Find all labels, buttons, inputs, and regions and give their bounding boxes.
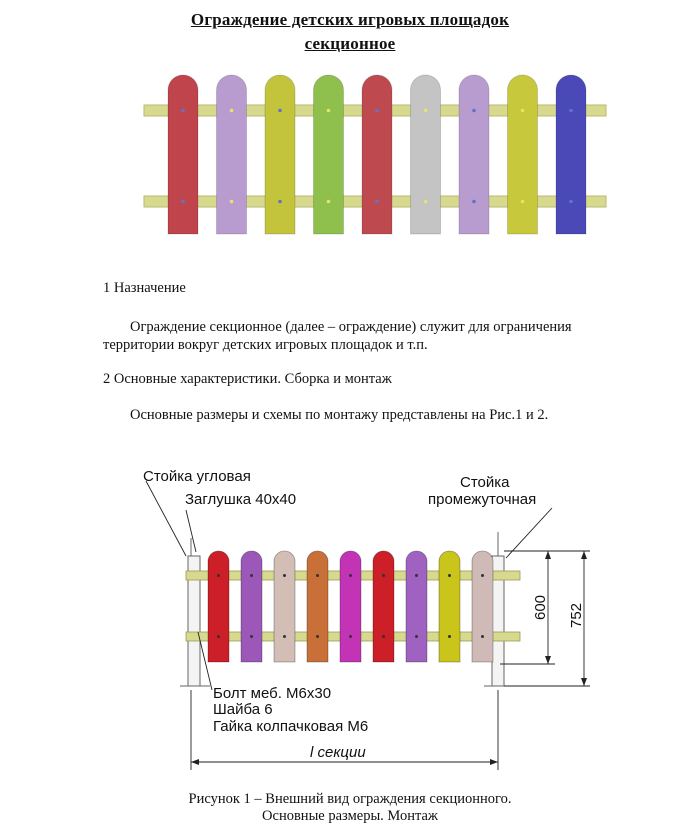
label-section-length: l секции (310, 744, 366, 761)
drawing-bolt-dot (448, 635, 451, 638)
drawing-bolt-dot (316, 574, 319, 577)
fence-bolt-dot (472, 108, 476, 113)
drawing-rail-top (185, 570, 521, 581)
drawing-bolt-dot (283, 635, 286, 638)
drawing-picket (438, 550, 461, 663)
document-title-line1: Ограждение детских игровых площадок (190, 10, 510, 29)
drawing-bolt-dot (481, 635, 484, 638)
figure-caption-line1: Рисунок 1 – Внешний вид ограждения секци… (188, 791, 512, 807)
drawing-picket (207, 550, 230, 663)
fence-bolt-dot (326, 199, 331, 204)
drawing-bolt-dot (316, 635, 319, 638)
fence-bolt-dot (375, 199, 379, 204)
drawing-bolt-dot (415, 635, 418, 638)
label-intermediate-post-line1: Стойка (460, 474, 510, 491)
fence-bolt-dot (423, 199, 428, 204)
figure-caption-line2: Основные размеры. Монтаж (262, 808, 438, 824)
fence-picket (555, 74, 587, 235)
fence-bolt-dot (423, 108, 428, 113)
label-corner-post: Стойка угловая (143, 468, 251, 485)
fence-picket (313, 74, 344, 235)
fence-bolt-dot (278, 108, 282, 113)
label-nut: Гайка колпачковая М6 (213, 718, 368, 735)
fence-bolt-dot (229, 199, 234, 204)
section-heading-characteristics: 2 Основные характеристики. Сборка и монт… (103, 371, 392, 387)
drawing-bolt-dot (217, 635, 220, 638)
document-title-line2: секционное (304, 34, 396, 53)
fence-picket (216, 74, 247, 235)
drawing-pickets (207, 550, 494, 663)
drawing-bolt-dot (349, 635, 352, 638)
fence-picket (458, 74, 490, 235)
drawing-picket (240, 550, 263, 663)
drawing-picket (306, 550, 329, 663)
fence-picket (361, 74, 393, 235)
drawing-picket (339, 550, 362, 663)
fence-bolt-dot (569, 199, 573, 204)
drawing-picket (405, 550, 428, 663)
drawing-bolt-dot (250, 574, 253, 577)
drawing-bolt-dot (415, 574, 418, 577)
drawing-bolt-dot (382, 574, 385, 577)
drawing-bolt-dot (481, 574, 484, 577)
drawing-picket (471, 550, 494, 663)
label-intermediate-post-line2: промежуточная (428, 491, 536, 508)
label-bolt: Болт меб. М6х30 (213, 685, 331, 702)
fence-bolt-dot (326, 108, 331, 113)
fence-picket (410, 74, 441, 235)
paragraph-characteristics: Основные размеры и схемы по монтажу пред… (130, 407, 549, 423)
fence-bolt-dot (375, 108, 379, 113)
drawing-rail-bottom (185, 631, 521, 642)
fence-picket (507, 74, 538, 235)
fence-bolt-dot (181, 108, 185, 113)
drawing-bolt-dot (250, 635, 253, 638)
paragraph-purpose-line1: Ограждение секционное (далее – ограждени… (130, 319, 572, 335)
drawing-picket (273, 550, 296, 663)
drawing-bolt-dot (217, 574, 220, 577)
fence-bolt-dot (278, 199, 282, 204)
label-cap: Заглушка 40х40 (185, 491, 296, 508)
fence-picket (167, 74, 199, 235)
drawing-picket (372, 550, 395, 663)
paragraph-purpose-line2: территории вокруг детских игровых площад… (103, 337, 428, 353)
fence-bolt-dot (520, 199, 525, 204)
section-heading-purpose: 1 Назначение (103, 280, 186, 296)
drawing-bolt-dot (349, 574, 352, 577)
dimension-752: 752 (568, 603, 585, 628)
fence-bolt-dot (472, 199, 476, 204)
label-washer: Шайба 6 (213, 701, 273, 718)
fence-bolt-dot (181, 199, 185, 204)
drawing-bolt-dot (448, 574, 451, 577)
fence-bolt-dot (569, 108, 573, 113)
fence-picket (264, 74, 296, 235)
fence-illustration (143, 74, 607, 235)
fence-pickets (167, 74, 587, 235)
drawing-bolt-dot (382, 635, 385, 638)
drawing-bolt-dot (283, 574, 286, 577)
intermediate-post (484, 532, 514, 687)
fence-bolt-dot (520, 108, 525, 113)
dimension-600: 600 (532, 595, 549, 620)
corner-post (180, 538, 210, 687)
fence-bolt-dot (229, 108, 234, 113)
